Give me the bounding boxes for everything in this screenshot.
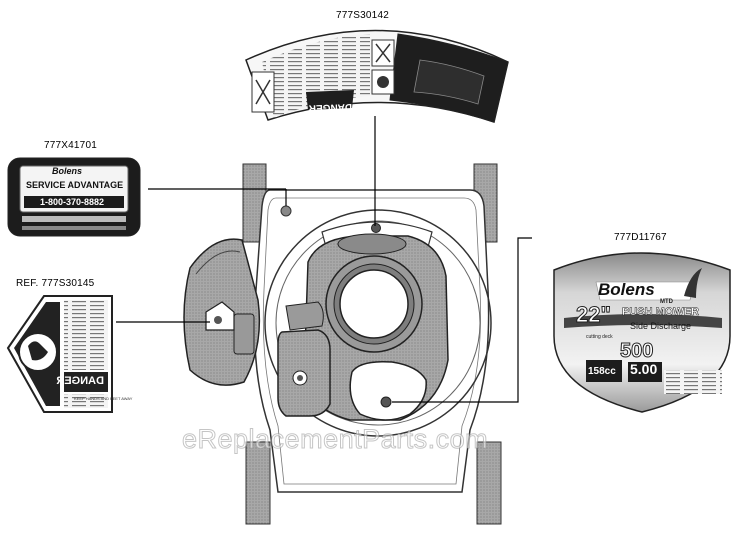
deck-ring-outer	[264, 209, 492, 437]
decal-777d11767-brand: Bolens	[598, 280, 655, 299]
decal-777d11767-engine-disp: 158cc	[588, 366, 616, 377]
decal-777d11767	[553, 252, 731, 413]
decal-777d11767-torque: 5.00	[630, 361, 658, 377]
decal-777s30145-fine-print: KEEP HANDS AND FEET AWAY	[74, 396, 133, 401]
decal-777x41701	[7, 157, 141, 237]
decal-777s30142-warning: DANGER	[308, 101, 352, 114]
front-right-wheel	[476, 441, 502, 525]
decal-777s30142	[245, 29, 509, 123]
decal-777d11767-size: 22"	[576, 302, 612, 328]
decal-777s30145-warning: DANGER	[56, 375, 104, 387]
decal-777x41701-line1: SERVICE ADVANTAGE	[26, 180, 124, 190]
engine-fuel-cap	[339, 269, 409, 339]
watermark: eReplacementParts.com	[181, 424, 489, 455]
decal-777d11767-subtitle: Side Discharge	[630, 321, 692, 331]
decal-777x41701-line2: 1-800-370-8882	[40, 197, 105, 207]
decal-777d11767-cutting-deck: cutting deck	[586, 334, 613, 340]
decal-777s30145	[6, 295, 113, 413]
decal-777d11767-series: 500	[619, 340, 654, 363]
part-number-left-lower: REF. 777S30145	[16, 278, 95, 289]
leader-lines	[116, 116, 532, 403]
engine-shroud-lower	[349, 360, 427, 421]
part-number-left-upper: 777X41701	[44, 140, 97, 151]
part-number-top: 777S30142	[336, 10, 389, 21]
part-number-right: 777D11767	[614, 232, 667, 243]
discharge-chute	[183, 238, 261, 386]
front-left-wheel	[245, 441, 271, 525]
deck-bolt	[280, 205, 292, 217]
mower-top-view	[183, 163, 502, 525]
decal-777d11767-model: PUSH MOWER	[622, 306, 700, 319]
decal-777x41701-brand: Bolens	[52, 166, 83, 176]
engine	[277, 233, 449, 421]
decal-777d11767-brand-sub: MTD	[660, 299, 673, 305]
